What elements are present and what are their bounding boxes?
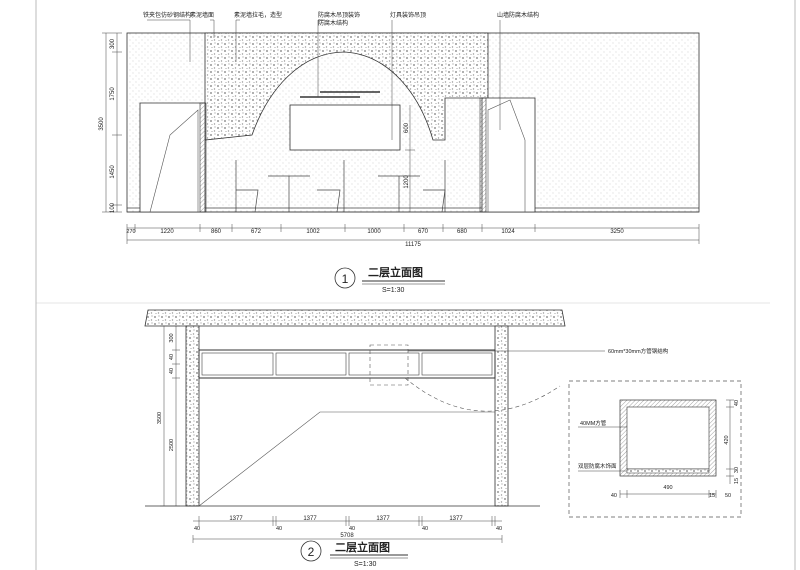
drawing-number-circle-2	[300, 540, 322, 562]
detail-dim-right-2: 420	[724, 435, 730, 444]
dim2-bottom-5: 40	[349, 526, 355, 532]
steel-frame	[198, 349, 496, 379]
callout-steel: 60mm*30mm方管钢结构	[608, 347, 669, 355]
detail-frame	[568, 380, 742, 518]
drawing-scale-2: S=1:30	[354, 561, 376, 568]
dim2-left-3: 40	[169, 368, 175, 374]
dim-left-1: 300	[110, 38, 116, 49]
drawing-number-2: 2	[308, 545, 315, 559]
table-set	[235, 160, 446, 213]
dim-bottom-5: 1002	[306, 229, 320, 235]
dim-bottom-2: 1220	[160, 229, 174, 235]
elevation1-notes: 铁夹包仿砂钢结构 素泥墙面 素泥墙拉毛，造型 防腐木吊顶装饰 防腐木结构 灯具装…	[143, 11, 539, 27]
detail-note-top: 40MM方管	[580, 419, 607, 427]
dim2-total-height: 3500	[157, 412, 163, 424]
dim-bottom-3: 860	[211, 229, 222, 235]
dim-left-4: 100	[110, 202, 116, 213]
dim-total-height-1: 3500	[99, 117, 105, 131]
dim-bottom-10: 3250	[610, 229, 624, 235]
dim2-bottom-8: 1377	[449, 516, 463, 522]
dim2-bottom-2: 1377	[229, 516, 243, 522]
dim-left-3: 1450	[110, 165, 116, 179]
right-kiosk	[481, 97, 536, 213]
dim2-bottom-1: 40	[194, 526, 200, 532]
stone-feature-wall	[204, 32, 489, 141]
note-2: 素泥墙面	[190, 11, 214, 19]
left-column	[185, 325, 200, 507]
dim-bottom-4: 672	[251, 229, 262, 235]
left-kiosk	[139, 102, 206, 213]
note-5: 防腐木结构	[318, 19, 348, 27]
dim-bottom-8: 680	[457, 229, 468, 235]
dim2-bottom-3: 40	[276, 526, 282, 532]
dim2-total-width: 5708	[340, 533, 354, 539]
elevation2-bottom-dims: 40 1377 40 1377 40 1377 40 1377 40 5708	[194, 516, 502, 539]
detail-section: 40MM方管 双层防腐木饰面 40 420 30 15 40 490 15 50	[568, 380, 742, 518]
drawing-number-1: 1	[342, 272, 349, 286]
dim2-bottom-7: 40	[422, 526, 428, 532]
dim2-bottom-9: 40	[496, 526, 502, 532]
elevation-1: 300 1750 1450 100 3500 600 1200 铁夹包仿砂钢结构…	[99, 11, 700, 294]
dim2-bottom-6: 1377	[376, 516, 390, 522]
note-3: 素泥墙拉毛，造型	[234, 11, 282, 19]
detail-dim-bottom-4: 50	[725, 493, 731, 499]
detail-dim-right-3: 30	[734, 467, 740, 473]
detail-dim-right-1: 40	[734, 400, 740, 406]
roof-slab	[144, 309, 566, 327]
dim-bottom-9: 1024	[501, 229, 515, 235]
note-7: 山墙防腐木结构	[497, 11, 539, 19]
note-4: 防腐木吊顶装饰	[318, 11, 360, 19]
dim2-left-1: 300	[169, 333, 175, 342]
detail-note-bottom: 双层防腐木饰面	[578, 462, 617, 470]
dim2-bottom-4: 1377	[303, 516, 317, 522]
dim2-left-2: 40	[169, 354, 175, 360]
dim-inner-2: 1200	[404, 175, 410, 189]
elevation-2: 60mm*30mm方管钢结构 300 40 40 2500 3500	[144, 309, 669, 568]
note-1: 铁夹包仿砂钢结构	[143, 11, 191, 19]
dim-bottom-1: 270	[126, 229, 135, 235]
drawing-scale-1: S=1:30	[382, 287, 404, 294]
elevation1-bottom-dims: 270 1220 860 672 1002 1000 670 680 1024 …	[126, 229, 624, 248]
dim-inner-1: 600	[404, 122, 410, 133]
dim-bottom-7: 670	[418, 229, 429, 235]
drawing-title-1: 二层立面图	[368, 265, 423, 279]
detail-dim-bottom-3: 15	[709, 493, 715, 499]
dim-left-2: 1750	[110, 87, 116, 101]
drawing-title-2: 二层立面图	[335, 540, 390, 554]
detail-dim-bottom-1: 40	[611, 493, 617, 499]
dim-bottom-6: 1000	[367, 229, 381, 235]
right-column	[494, 325, 509, 507]
dim2-left-4: 2500	[169, 439, 175, 451]
detail-dim-right-4: 15	[734, 478, 740, 484]
detail-dim-bottom-2: 490	[663, 485, 672, 491]
menu-board	[289, 104, 401, 151]
dim-total-width-1: 11175	[405, 242, 421, 248]
drawing-number-circle-1	[334, 267, 356, 289]
note-6: 灯具装饰吊顶	[390, 11, 426, 19]
